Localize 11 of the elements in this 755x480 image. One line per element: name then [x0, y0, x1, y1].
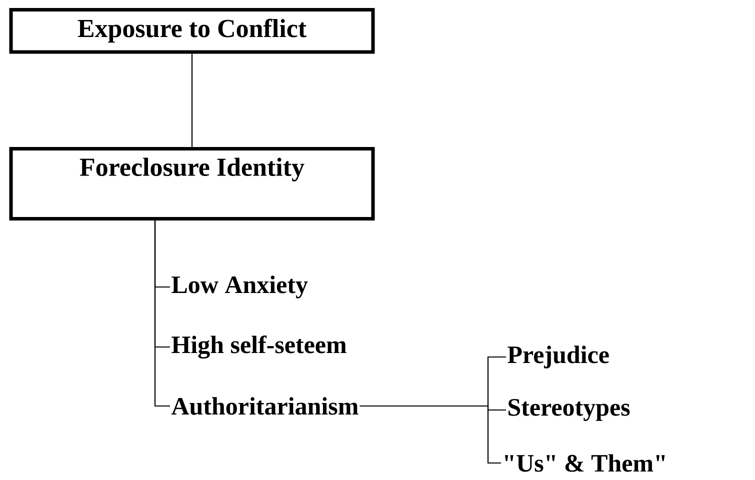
concept-box: Exposure to Conflict	[9, 8, 375, 54]
item-label: Authoritarianism	[171, 397, 358, 415]
item-label: "Us" & Them"	[504, 454, 665, 472]
item-label: Low Anxiety	[172, 276, 308, 298]
connector-line	[154, 220, 170, 407]
item-label: Prejudice	[508, 346, 609, 368]
concept-box: Foreclosure Identity	[9, 147, 375, 221]
item-label: Stereotypes	[508, 399, 630, 421]
connector-line	[191, 54, 193, 147]
connector-line	[360, 405, 501, 464]
item-label: High self-seteem	[172, 335, 346, 359]
